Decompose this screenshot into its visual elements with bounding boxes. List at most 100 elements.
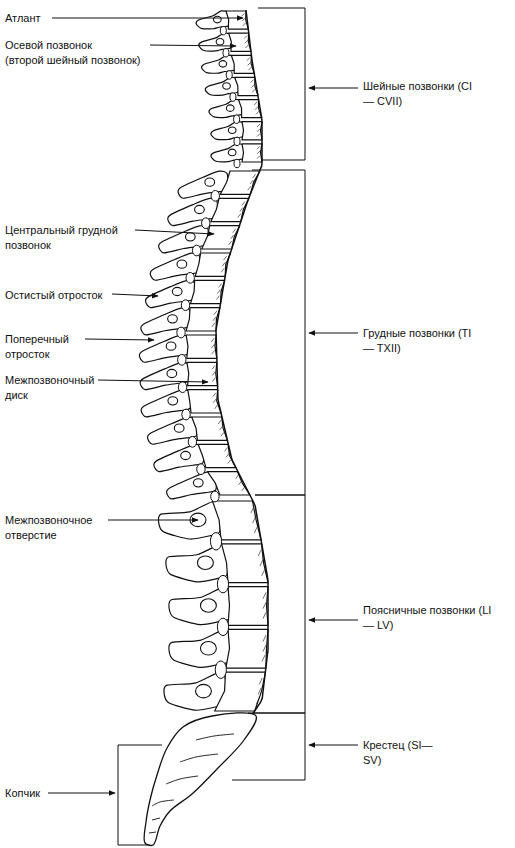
foramen-group: [177, 26, 240, 678]
label-box: Копчик: [5, 786, 65, 801]
part-label: Осевой позвонок (второй шейный позвонок): [5, 39, 141, 66]
bone-texture: [213, 393, 216, 397]
body-group: [186, 11, 268, 711]
intervertebral-foramen: [234, 137, 240, 145]
intervertebral-foramen: [217, 575, 228, 593]
part-label: Межпозвоночное отверстие: [5, 514, 92, 541]
bone-texture: [236, 475, 239, 479]
vertebral-body: [235, 77, 258, 95]
bone-texture: [219, 283, 222, 287]
intervertebral-foramen: [210, 533, 221, 551]
region-bracket: [252, 495, 305, 713]
bone-texture: [212, 323, 215, 327]
vertebral-body: [229, 33, 251, 51]
bone-texture: [247, 58, 250, 61]
region-bracket: [252, 170, 305, 495]
vertebral-body: [238, 100, 261, 118]
bone-texture: [252, 89, 255, 92]
spine-drawing: [139, 10, 268, 845]
intervertebral-foramen: [211, 190, 219, 201]
transverse-process: [205, 178, 215, 186]
intervertebral-foramen: [192, 245, 200, 256]
bone-texture: [256, 698, 259, 704]
label-box: Межпозвоночный диск: [5, 373, 110, 403]
intervertebral-foramen: [188, 436, 196, 447]
bone-texture: [212, 378, 215, 382]
bone-texture: [258, 688, 261, 694]
leader-group: [48, 18, 358, 793]
part-label: Поясничные позвонки (LI — LV): [363, 604, 491, 631]
transverse-process: [185, 233, 195, 241]
bone-texture: [263, 602, 266, 608]
vertebral-body: [202, 226, 240, 249]
vertebral-body: [242, 144, 262, 162]
bone-texture: [263, 645, 266, 651]
part-label: Крестец (SI— SV): [363, 739, 433, 766]
sacrum-shape: [144, 713, 257, 846]
bone-texture: [248, 62, 251, 65]
bone-texture: [254, 102, 257, 105]
transverse-process: [193, 479, 203, 487]
bone-texture: [253, 174, 256, 178]
part-label: Атлант: [5, 12, 41, 24]
bone-texture: [255, 107, 258, 110]
transverse-process: [168, 397, 178, 405]
bone-texture: [220, 426, 223, 430]
bone-texture: [211, 344, 214, 348]
bone-texture: [245, 45, 248, 48]
bone-texture: [263, 612, 266, 618]
bone-texture: [256, 111, 259, 114]
bone-texture: [260, 560, 263, 566]
transverse-process: [223, 83, 231, 90]
transverse-process: [216, 38, 224, 45]
spinous-process: [166, 545, 228, 582]
sacral-segment-line: [196, 734, 234, 740]
leader-arrow: [309, 620, 358, 621]
intervertebral-foramen: [202, 218, 210, 229]
intervertebral-foramen: [223, 49, 229, 57]
leader-arrow: [112, 294, 158, 296]
transverse-group: [166, 16, 236, 698]
bone-texture: [243, 23, 246, 26]
bone-texture: [215, 405, 218, 409]
bone-texture: [250, 180, 253, 184]
vertebral-body: [220, 171, 260, 194]
leader-arrow: [108, 520, 198, 521]
transverse-process: [168, 315, 178, 323]
bone-texture: [239, 481, 242, 485]
intervertebral-foramen: [234, 115, 240, 123]
transverse-process: [167, 369, 177, 377]
intervertebral-foramen: [186, 272, 194, 283]
intervertebral-foramen: [217, 618, 228, 636]
bone-texture: [257, 151, 260, 154]
bone-texture: [213, 399, 216, 403]
spinous-process: [199, 33, 233, 51]
transverse-process: [219, 61, 227, 68]
leader-arrow: [309, 88, 358, 89]
intervertebral-foramen: [182, 409, 190, 420]
label-box: Шейные позвонки (CI — CVII): [363, 79, 473, 109]
intervertebral-foramen: [215, 661, 226, 679]
transverse-process: [200, 599, 216, 613]
bone-texture: [251, 507, 254, 513]
part-label: Поперечный отросток: [5, 333, 69, 360]
bone-texture: [245, 40, 248, 43]
intervertebral-foramen: [230, 93, 236, 101]
leader-arrow: [52, 18, 243, 19]
sacral-segment-line: [149, 832, 156, 833]
bone-texture: [231, 235, 234, 239]
transverse-process: [174, 424, 184, 432]
bone-texture: [242, 487, 245, 491]
spinous-process: [167, 472, 217, 499]
part-label: Центральный грудной позвонок: [5, 224, 118, 251]
transverse-process: [195, 205, 205, 213]
transverse-process: [177, 260, 187, 268]
bone-texture: [257, 129, 260, 132]
spinous-process: [164, 673, 226, 710]
bone-texture: [221, 432, 224, 436]
bone-texture: [242, 201, 245, 205]
vertebral-body: [226, 11, 248, 29]
spinous-process: [211, 122, 245, 140]
intervertebral-foramen: [211, 491, 219, 502]
bone-texture: [217, 296, 220, 300]
